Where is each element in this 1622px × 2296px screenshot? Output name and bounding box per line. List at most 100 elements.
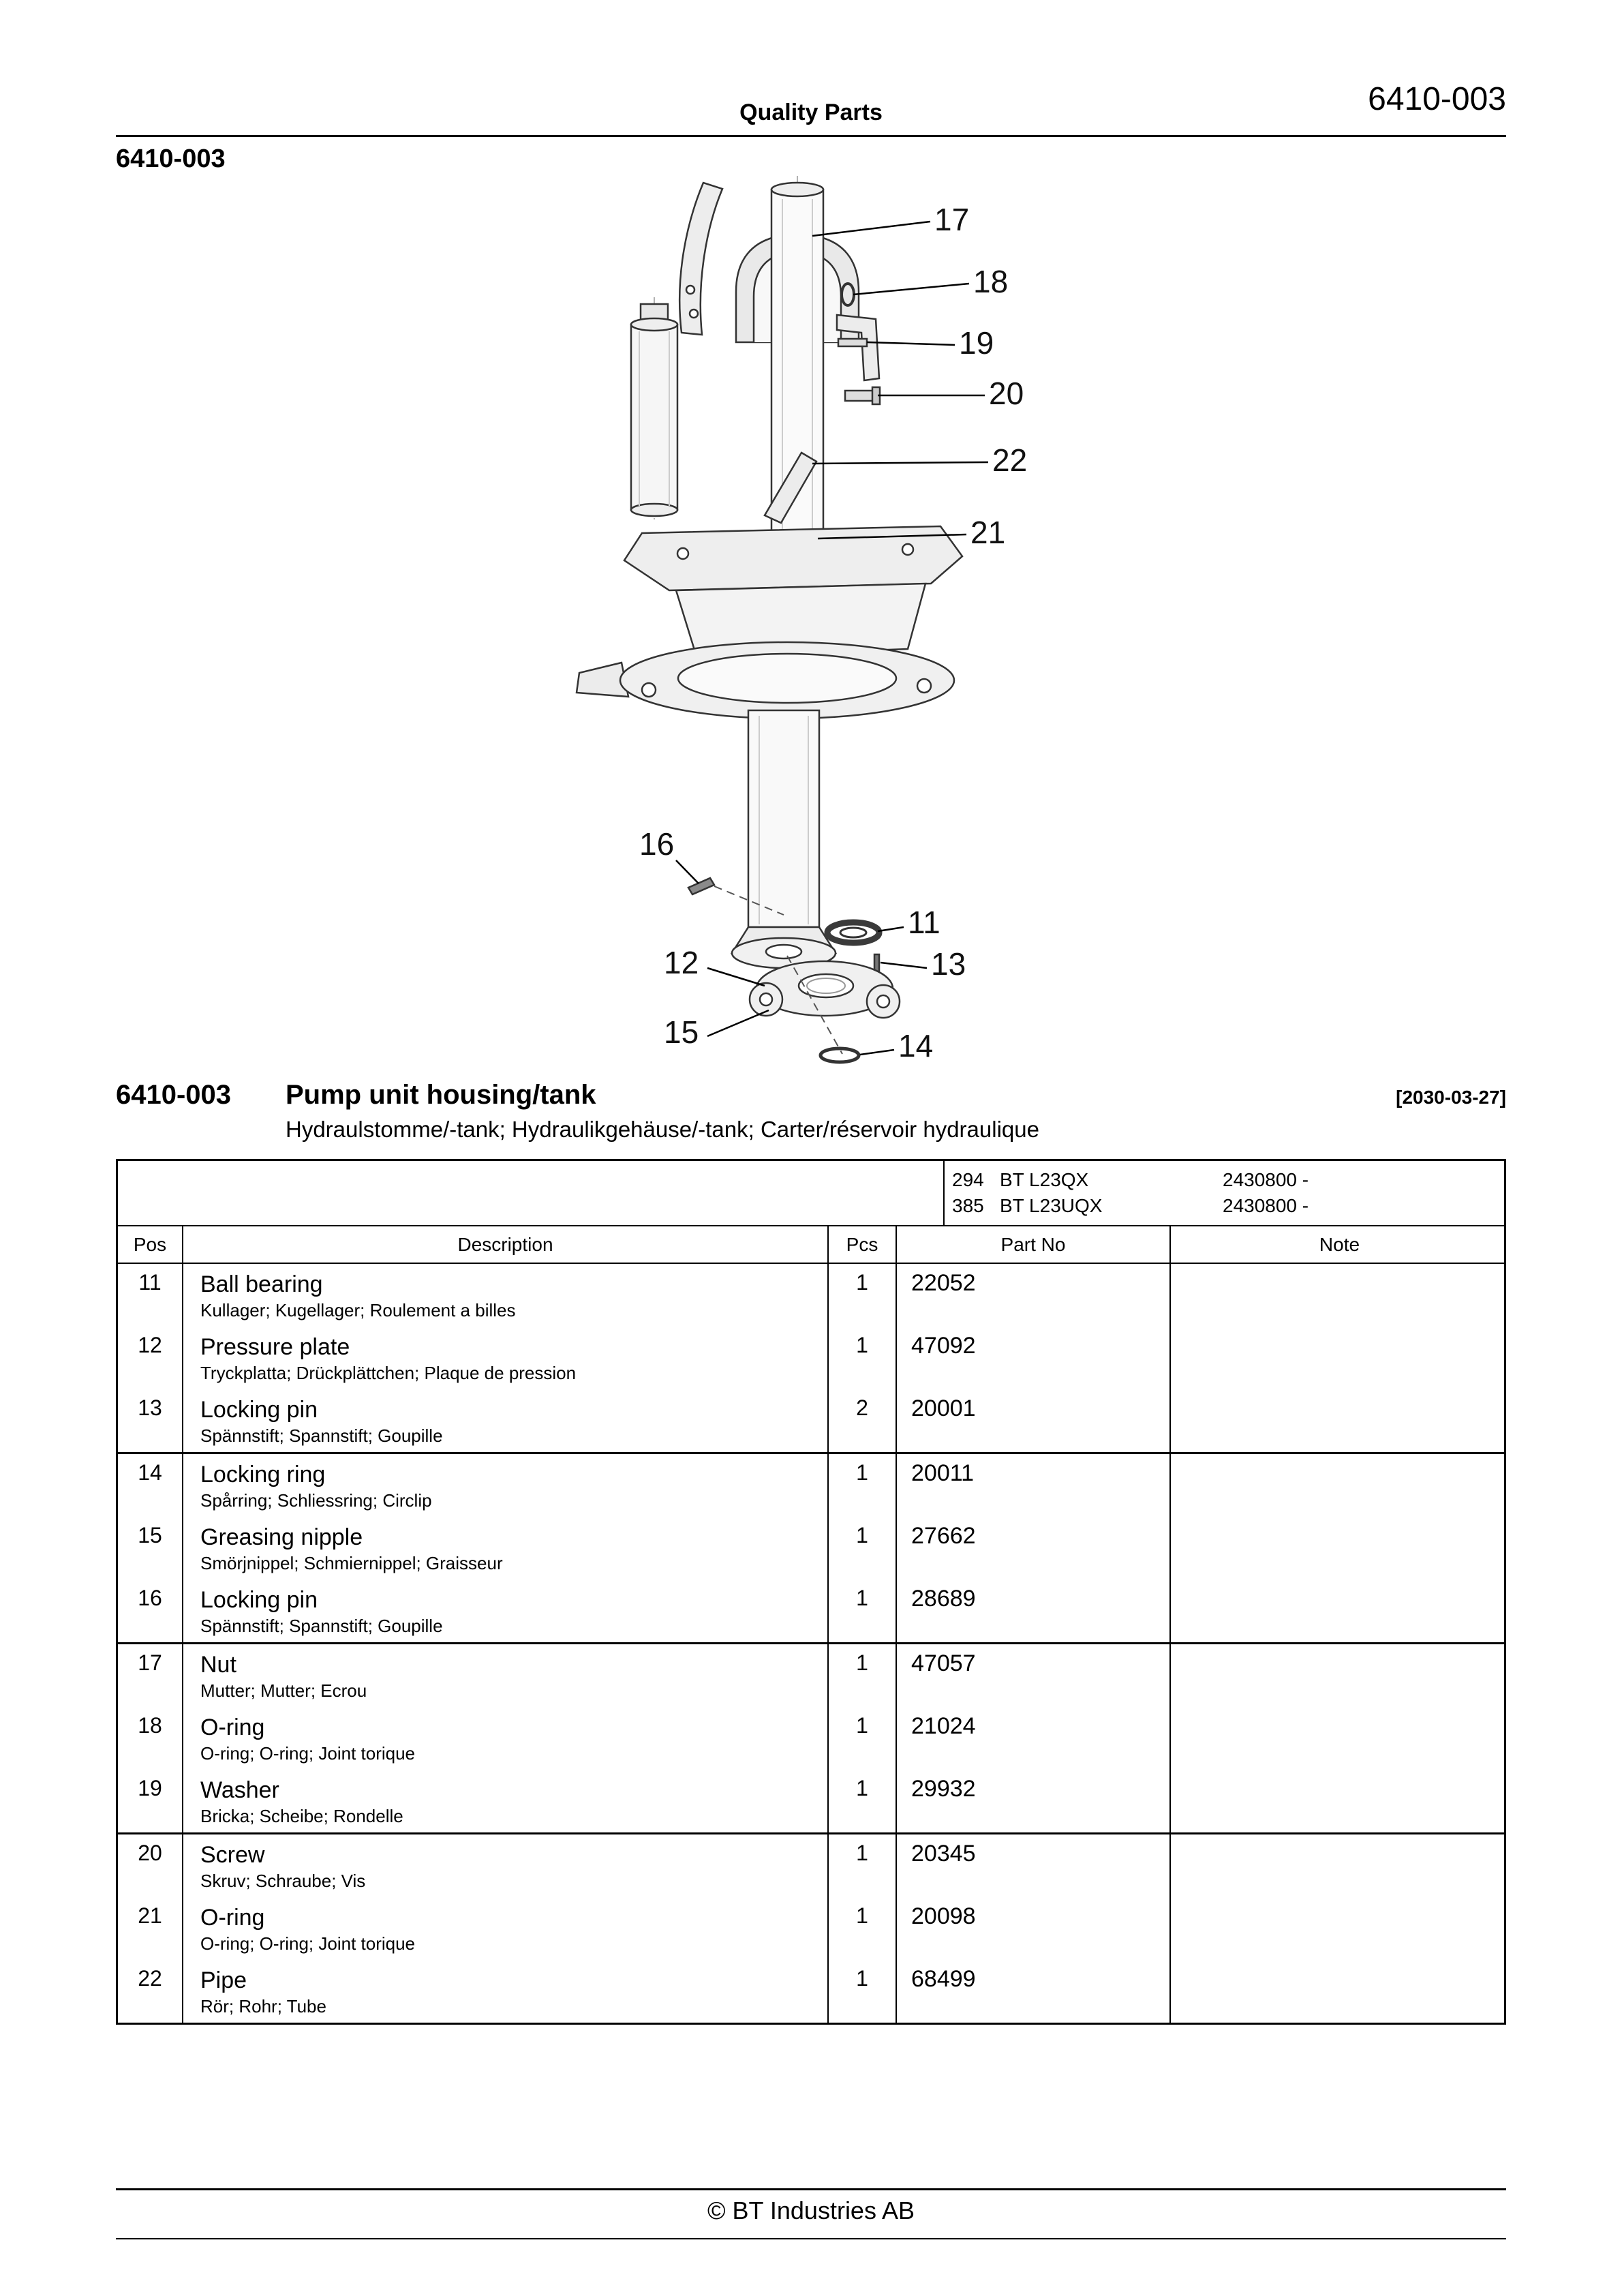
col-header-note: Note	[1169, 1226, 1508, 1263]
row-pcs: 1	[827, 1960, 896, 2023]
row-description-cell: O-ring O-ring; O-ring; Joint torique	[182, 1897, 827, 1960]
row-pos: 21	[138, 1903, 162, 1928]
col-header-pcs: Pcs	[827, 1226, 896, 1263]
row-pos: 17	[138, 1650, 162, 1675]
row-pcs: 1	[827, 1707, 896, 1770]
row-pcs: 1	[827, 1897, 896, 1960]
row-pcs: 1	[827, 1264, 896, 1327]
col-header-part-no: Part No	[896, 1226, 1169, 1263]
table-row: 11 Ball bearing Kullager; Kugellager; Ro…	[118, 1264, 1504, 1327]
model-row: 294 BT L23QX 2430800 -	[952, 1167, 1309, 1193]
section-number: 6410-003	[116, 145, 226, 173]
row-description-cell: Locking ring Spårring; Schliessring; Cir…	[182, 1454, 827, 1517]
row-description: Pressure plate	[200, 1334, 350, 1360]
table-header-row: Pos Description Pcs Part No Note	[118, 1226, 1504, 1264]
row-note	[1169, 1707, 1508, 1770]
row-description-cell: Ball bearing Kullager; Kugellager; Roule…	[182, 1264, 827, 1327]
row-pos: 18	[138, 1713, 162, 1738]
callout-17: 17	[934, 202, 969, 237]
row-description-cell: Screw Skruv; Schraube; Vis	[182, 1834, 827, 1897]
row-description-translations: Skruv; Schraube; Vis	[200, 1871, 366, 1891]
callout-22: 22	[992, 442, 1027, 478]
revision-date: [2030-03-27]	[1396, 1087, 1506, 1108]
row-pcs: 2	[827, 1389, 896, 1452]
row-note	[1169, 1834, 1508, 1897]
row-pcs: 1	[827, 1454, 896, 1517]
row-description: O-ring	[200, 1905, 265, 1931]
leader-lines	[675, 220, 989, 1056]
header-divider	[116, 135, 1506, 137]
row-part-no: 29932	[896, 1770, 1169, 1832]
table-row: 21 O-ring O-ring; O-ring; Joint torique …	[118, 1897, 1504, 1960]
col-header-description: Description	[182, 1226, 827, 1263]
row-description-translations: Tryckplatta; Drückplättchen; Plaque de p…	[200, 1363, 577, 1383]
row-pos: 19	[138, 1776, 162, 1800]
row-part-no: 68499	[896, 1960, 1169, 2023]
row-description-cell: Pipe Rör; Rohr; Tube	[182, 1960, 827, 2023]
row-part-no: 28689	[896, 1580, 1169, 1642]
row-description: Locking pin	[200, 1397, 318, 1423]
row-note	[1169, 1770, 1508, 1832]
row-part-no: 20011	[896, 1454, 1169, 1517]
row-part-no: 47057	[896, 1644, 1169, 1707]
model-name: BT L23QX	[1000, 1169, 1089, 1190]
page-header-title: Quality Parts	[739, 100, 883, 125]
row-pcs: 1	[827, 1770, 896, 1832]
row-description: Ball bearing	[200, 1271, 323, 1297]
table-row: 13 Locking pin Spännstift; Spannstift; G…	[118, 1389, 1504, 1452]
row-description-cell: Washer Bricka; Scheibe; Rondelle	[182, 1770, 827, 1832]
row-description-cell: Pressure plate Tryckplatta; Drückplättch…	[182, 1327, 827, 1389]
row-part-no: 22052	[896, 1264, 1169, 1327]
callout-12: 12	[664, 945, 699, 980]
model-code: 294	[952, 1169, 984, 1190]
row-pos: 15	[138, 1523, 162, 1547]
assembly-dashed-lines	[714, 886, 843, 1055]
row-note	[1169, 1327, 1508, 1389]
callout-16: 16	[639, 826, 674, 862]
row-part-no: 47092	[896, 1327, 1169, 1389]
row-note	[1169, 1580, 1508, 1642]
row-pcs: 1	[827, 1644, 896, 1707]
page-title: Pump unit housing/tank	[286, 1080, 596, 1110]
row-pos: 13	[138, 1395, 162, 1420]
footer-divider-top	[116, 2188, 1506, 2190]
table-row: 18 O-ring O-ring; O-ring; Joint torique …	[118, 1707, 1504, 1770]
row-pcs: 1	[827, 1517, 896, 1580]
row-description: Locking pin	[200, 1587, 318, 1613]
row-part-no: 20098	[896, 1897, 1169, 1960]
model-serial: 2430800 -	[1223, 1169, 1309, 1190]
page-subtitle-translations: Hydraulstomme/-tank; Hydraulikgehäuse/-t…	[286, 1117, 1039, 1142]
table-row: 14 Locking ring Spårring; Schliessring; …	[118, 1452, 1504, 1517]
model-band-divider	[943, 1161, 945, 1225]
model-serial: 2430800 -	[1223, 1195, 1309, 1216]
title-section-number: 6410-003	[116, 1080, 232, 1110]
pump-assembly-drawing	[575, 181, 964, 1064]
model-name: BT L23UQX	[1000, 1195, 1103, 1216]
row-description-cell: O-ring O-ring; O-ring; Joint torique	[182, 1707, 827, 1770]
row-part-no: 27662	[896, 1517, 1169, 1580]
row-description-cell: Greasing nipple Smörjnippel; Schmiernipp…	[182, 1517, 827, 1580]
row-description: Greasing nipple	[200, 1524, 363, 1550]
callout-15: 15	[664, 1014, 699, 1050]
callout-18: 18	[973, 264, 1008, 299]
row-description-cell: Nut Mutter; Mutter; Ecrou	[182, 1644, 827, 1707]
exploded-view-diagram: 17 18 19 20 22 21 16 11 12 13 15 14	[575, 176, 1027, 1064]
row-note	[1169, 1389, 1508, 1452]
table-row: 19 Washer Bricka; Scheibe; Rondelle 1 29…	[118, 1770, 1504, 1832]
table-row: 15 Greasing nipple Smörjnippel; Schmiern…	[118, 1517, 1504, 1580]
row-description: Nut	[200, 1652, 236, 1678]
table-row: 20 Screw Skruv; Schraube; Vis 1 20345	[118, 1832, 1504, 1897]
callout-14: 14	[898, 1028, 933, 1063]
row-description: Screw	[200, 1842, 265, 1868]
row-note	[1169, 1454, 1508, 1517]
row-description-translations: Bricka; Scheibe; Rondelle	[200, 1806, 403, 1826]
document-number-top-right: 6410-003	[1368, 81, 1506, 117]
row-note	[1169, 1517, 1508, 1580]
row-description: Pipe	[200, 1967, 247, 1993]
row-pos: 16	[138, 1586, 162, 1610]
footer-divider-bottom	[116, 2238, 1506, 2239]
row-pos: 12	[138, 1333, 162, 1357]
